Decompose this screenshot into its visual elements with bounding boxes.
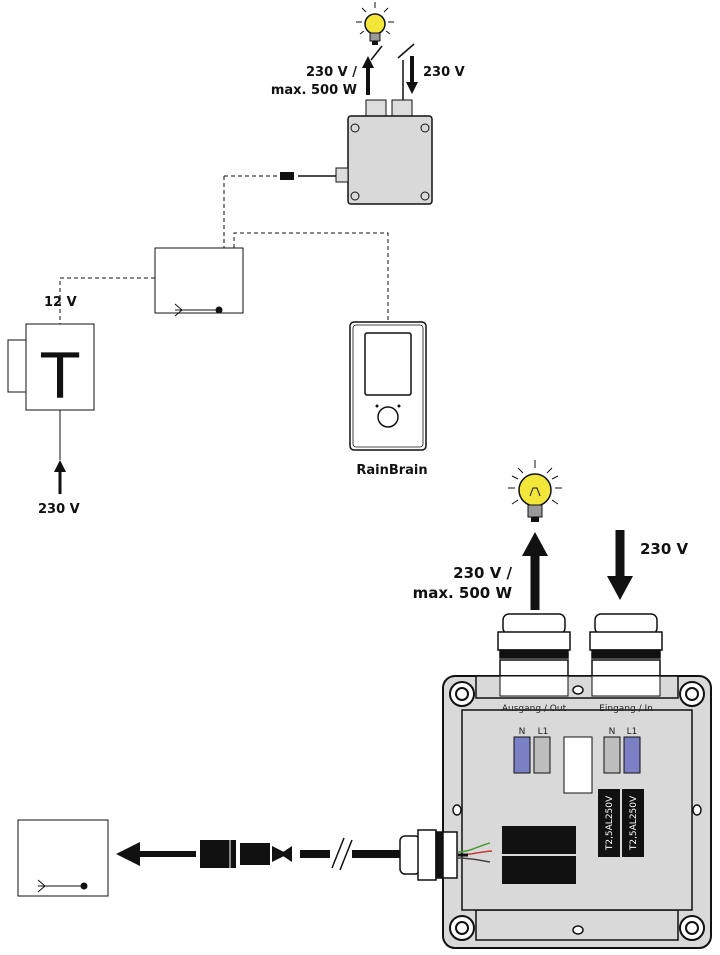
- bottom-bulb-icon: [508, 460, 562, 522]
- relay-block-bottom: [502, 856, 576, 884]
- dashed-wires: [59, 232, 389, 324]
- fuse-1-label: T2,5AL250V: [605, 795, 615, 851]
- out-n-label: N: [519, 727, 526, 737]
- controller-name: RainBrain: [356, 463, 427, 478]
- out-cable-gland: [497, 613, 571, 677]
- top-in-arrow: [397, 43, 418, 100]
- relay-block-top: [502, 826, 576, 854]
- side-arrow: [116, 842, 196, 866]
- bottom-junction-box: [442, 675, 712, 949]
- terminal-cover: [563, 736, 593, 794]
- psu-input-arrow: [54, 460, 66, 494]
- inner-wires: [457, 842, 493, 863]
- in-l1-label: L1: [627, 727, 638, 737]
- bottom-out-arrow: [522, 532, 548, 610]
- psu-symbol: T: [40, 340, 80, 413]
- psu-voltage: 12 V: [44, 295, 77, 310]
- side-cable: [200, 837, 400, 871]
- out-l1-terminal: [533, 736, 551, 774]
- fuse-2-label: T2,5AL250V: [629, 795, 639, 851]
- in-cable-gland: [589, 613, 663, 677]
- bottom-control-box: [17, 819, 109, 897]
- fuse-2: [622, 789, 644, 857]
- bottom-in-arrow: [607, 530, 633, 600]
- rainbrain-controller: [349, 321, 427, 451]
- top-cable: [223, 172, 336, 248]
- out-l1-label: L1: [538, 727, 549, 737]
- label-out: Ausgang / Out: [502, 704, 567, 714]
- top-in-voltage: 230 V: [423, 65, 465, 80]
- label-in: Eingang / In: [599, 704, 653, 714]
- control-box: [154, 247, 244, 317]
- top-out-voltage: 230 V /: [306, 65, 357, 80]
- top-out-power: max. 500 W: [271, 83, 357, 98]
- top-out-arrow: [362, 45, 383, 95]
- in-n-label: N: [609, 727, 616, 737]
- top-junction-box: [335, 99, 433, 205]
- top-bulb-icon: [356, 2, 394, 45]
- fuse-1: [598, 789, 620, 857]
- bottom-in-voltage: 230 V: [640, 540, 689, 558]
- out-n-terminal: [513, 736, 531, 774]
- transformer: T: [7, 323, 95, 460]
- psu-input-voltage: 230 V: [38, 502, 80, 517]
- in-n-terminal: [603, 736, 621, 774]
- in-l1-terminal: [623, 736, 641, 774]
- bottom-out-power: max. 500 W: [413, 584, 513, 602]
- bottom-out-voltage: 230 V /: [453, 564, 512, 582]
- side-cable-gland: [399, 829, 458, 881]
